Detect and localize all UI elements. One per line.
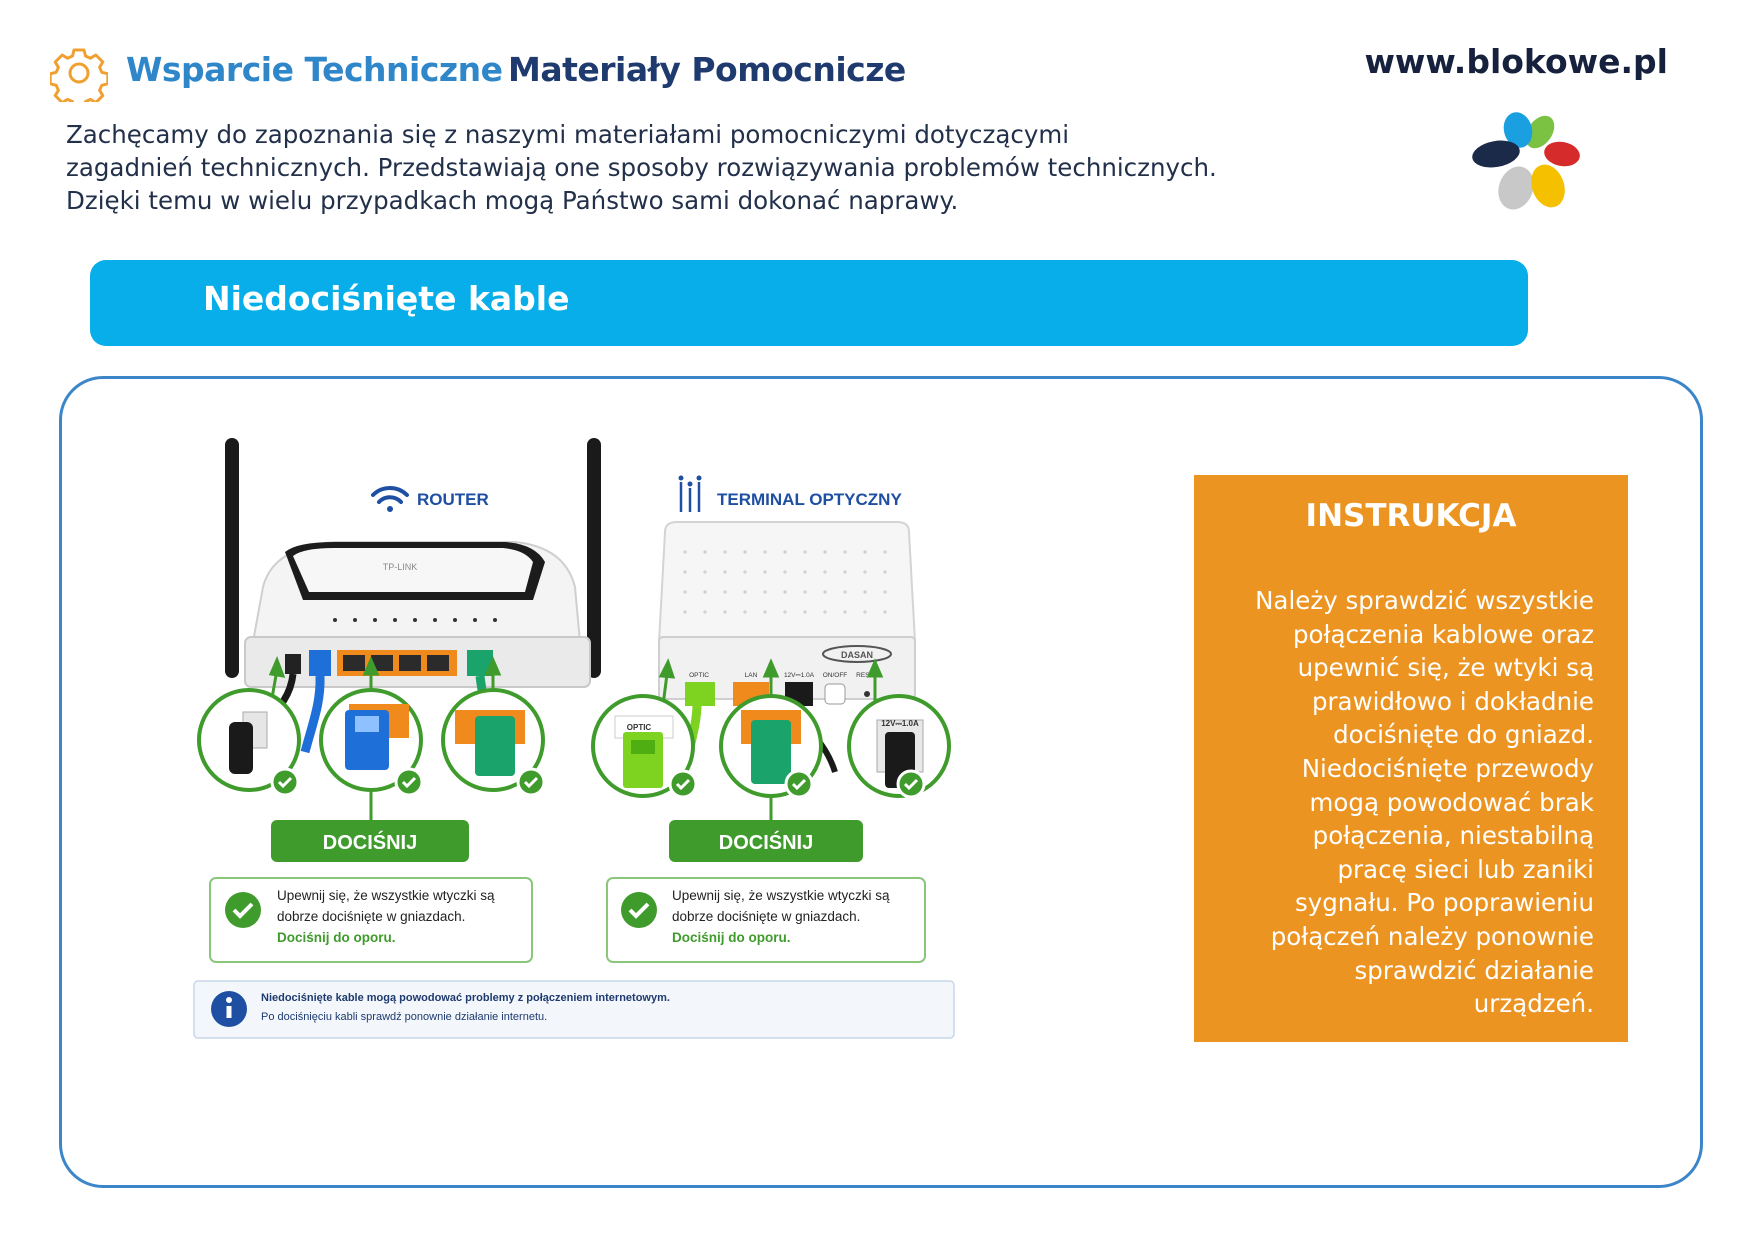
section-title: Niedociśnięte kable xyxy=(203,279,570,318)
check-badge xyxy=(668,769,698,799)
instruction-line: połączeń należy ponownie xyxy=(1270,921,1594,951)
router-heading: ROUTER xyxy=(417,490,489,509)
terminal-press-label xyxy=(669,820,863,862)
page-subtitle: Materiały Pomocnicze xyxy=(508,50,906,89)
terminal-zoom-power xyxy=(847,694,951,798)
wifi-icon xyxy=(371,485,409,512)
info-line1: Niedociśnięte kable mogą powodować probl… xyxy=(261,992,670,1004)
instruction-title: INSTRUKCJA xyxy=(1305,498,1517,534)
instruction-line: Niedociśnięte przewody xyxy=(1301,753,1594,783)
terminal-check-line1: Upewnij się, że wszystkie wtyczki są xyxy=(672,888,890,903)
brand-logo xyxy=(1472,112,1580,210)
router-zoom-power xyxy=(197,688,301,792)
intro-line: zagadnień technicznych. Przedstawiają on… xyxy=(66,153,1217,182)
check-badge xyxy=(394,767,424,797)
check-circle-icon xyxy=(621,892,657,928)
check-circle-icon xyxy=(225,892,261,928)
terminal-check-card xyxy=(606,877,926,963)
port-label-optic: OPTIC xyxy=(689,672,709,679)
instruction-box xyxy=(1194,475,1628,1042)
blue-cable xyxy=(300,675,325,754)
terminal-heading: TERMINAL OPTYCZNY xyxy=(717,490,902,509)
instruction-line: połączenia kablowe oraz xyxy=(1292,619,1594,649)
port-label-lan: LAN xyxy=(745,672,758,679)
intro-text: Zachęcamy do zapoznania się z naszymi ma… xyxy=(66,118,1266,217)
instruction-line: pracę sieci lub zaniki xyxy=(1337,854,1594,884)
instruction-text: Należy sprawdzić wszystkie połączenia ka… xyxy=(1200,584,1594,1021)
intro-line: Zachęcamy do zapoznania się z naszymi ma… xyxy=(66,120,1070,149)
router-zoom-wan xyxy=(441,688,545,792)
router-check-line1: Upewnij się, że wszystkie wtyczki są xyxy=(277,888,495,903)
instruction-line: dociśnięte do gniazd. xyxy=(1333,720,1594,750)
info-line2: Po dociśnięciu kabli sprawdź ponownie dz… xyxy=(261,1011,547,1023)
port-label-reset: RESET xyxy=(856,672,878,679)
instruction-line: mogą powodować brak xyxy=(1309,787,1594,817)
port-label-onoff: ON/OFF xyxy=(823,672,848,679)
router-antenna-left xyxy=(225,438,239,678)
terminal-zoom-optic xyxy=(591,694,695,798)
intro-line: Dzięki temu w wielu przypadkach mogą Pań… xyxy=(66,186,959,215)
router-check-emphasis: Dociśnij do oporu. xyxy=(277,930,396,945)
instruction-line: sprawdzić działanie xyxy=(1354,955,1594,985)
router-brand: TP-LINK xyxy=(383,562,418,572)
port-label-power: 12V⎓1.0A xyxy=(784,672,815,679)
check-badge xyxy=(896,769,926,799)
check-badge xyxy=(784,769,814,799)
instruction-line: sygnału. Po poprawieniu xyxy=(1294,888,1594,918)
router-press-label xyxy=(271,820,469,862)
router-zoom-lan xyxy=(319,688,423,792)
info-bar xyxy=(193,980,955,1039)
page-title: Wsparcie Techniczne xyxy=(126,50,503,89)
router-check-line2: dobrze dociśnięte w gniazdach. xyxy=(277,909,465,924)
gear-icon xyxy=(50,48,108,102)
cable-illustration: ROUTER TP-LINK xyxy=(185,392,1095,1172)
zoom-label-power: 12V⎓1.0A xyxy=(881,719,919,728)
check-badge xyxy=(270,767,300,797)
website-url[interactable]: www.blokowe.pl xyxy=(1364,42,1668,81)
terminal-check-line2: dobrze dociśnięte w gniazdach. xyxy=(672,909,860,924)
terminal-press-text: DOCIŚNIJ xyxy=(719,830,813,854)
terminal-brand: DASAN xyxy=(841,650,873,660)
info-icon xyxy=(211,991,247,1027)
fiber-icon xyxy=(678,475,702,512)
router-check-card xyxy=(209,877,533,963)
content-panel xyxy=(59,376,1703,1188)
terminal-check-emphasis: Dociśnij do oporu. xyxy=(672,930,791,945)
instruction-line: upewnić się, że wtyki są xyxy=(1297,653,1594,683)
router-antenna-right xyxy=(587,438,601,678)
section-banner xyxy=(90,260,1528,346)
router-device xyxy=(244,541,591,688)
check-badge xyxy=(516,767,546,797)
instruction-line: Należy sprawdzić wszystkie xyxy=(1255,586,1594,615)
instruction-line: połączenia, niestabilną xyxy=(1312,821,1594,851)
zoom-label-optic: OPTIC xyxy=(627,723,652,732)
router-press-text: DOCIŚNIJ xyxy=(323,830,417,854)
instruction-line: prawidłowo i dokładnie xyxy=(1311,686,1594,716)
instruction-line: urządzeń. xyxy=(1473,989,1594,1019)
